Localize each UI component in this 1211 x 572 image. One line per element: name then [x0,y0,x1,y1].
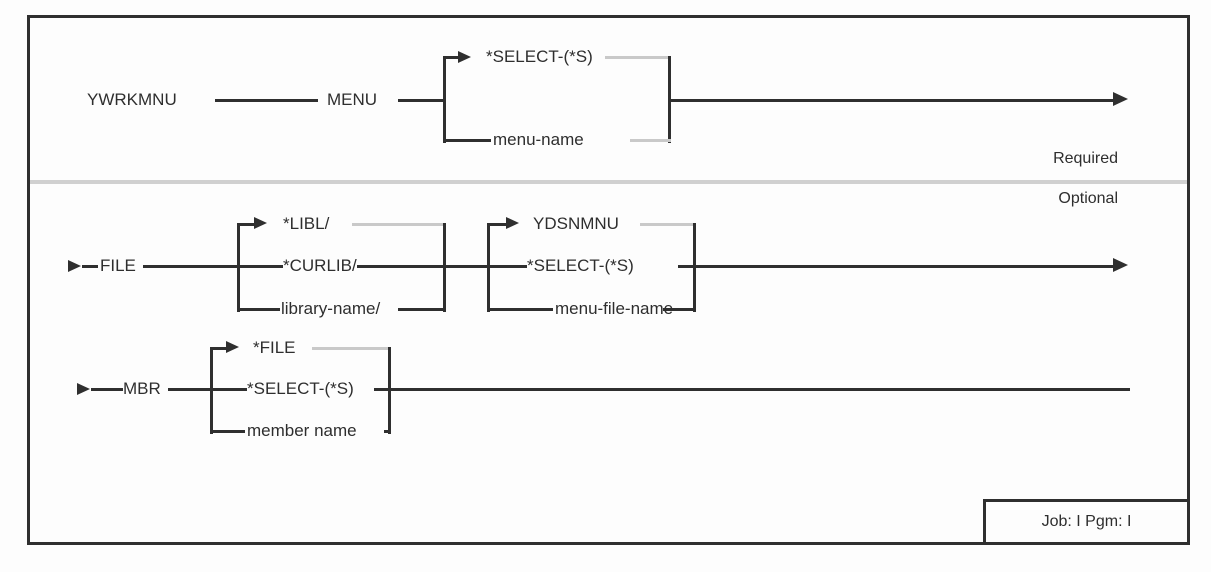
option-menu-name: menu-name [493,130,584,149]
rail-line [671,99,1113,102]
rail-line [312,347,391,350]
rail-line [490,223,506,226]
option-libl: *LIBL/ [283,214,330,233]
rail-line [91,388,123,391]
branch-rail [693,223,696,312]
section-divider-line [30,180,1187,184]
diagram-frame [27,15,1190,545]
rail-line [630,139,671,142]
rail-line [374,388,1130,391]
rail-line [663,308,696,311]
command-name: YWRKMNU [87,90,177,109]
default-arrow-icon [506,217,519,229]
option-mbr-file: *FILE [253,338,296,357]
rail-line [490,265,527,268]
default-arrow-icon [254,217,267,229]
default-arrow-icon [458,51,471,63]
rail-line [213,430,245,433]
job-pgm-box: Job: I Pgm: I [983,499,1190,545]
rail-line [605,56,671,59]
param-file: FILE [100,256,136,275]
rail-line [168,388,213,391]
rail-line [446,56,460,59]
rail-line [357,265,446,268]
rail-line [82,265,98,268]
optional-label: Optional [1058,190,1118,207]
option-member-name: member name [247,421,357,440]
rail-line [384,430,391,433]
rail-line [240,265,283,268]
option-file-select: *SELECT-(*S) [527,256,634,275]
rail-line [640,223,696,226]
option-curlib: *CURLIB/ [283,256,357,275]
rail-line [352,223,446,226]
rail-line [213,347,226,350]
rail-line [215,99,318,102]
branch-rail [443,56,446,143]
rail-line [398,308,446,311]
default-arrow-icon [226,341,239,353]
rail-line [678,265,696,268]
continuation-arrow-icon [77,383,90,395]
arrowhead-icon [1113,258,1128,272]
required-label: Required [1053,150,1118,167]
option-ydsnmnu: YDSNMNU [533,214,619,233]
branch-rail [237,223,240,312]
branch-rail [443,223,446,312]
rail-line [490,308,553,311]
branch-rail [210,347,213,434]
rail-line [213,388,247,391]
option-menu-select: *SELECT-(*S) [486,47,593,66]
option-library-name: library-name/ [281,299,381,318]
job-pgm-label: Job: I Pgm: I [1041,513,1132,530]
option-menu-file-name: menu-file-name [555,299,674,318]
rail-line [240,223,254,226]
option-mbr-select: *SELECT-(*S) [247,379,354,398]
param-mbr: MBR [123,379,161,398]
continuation-arrow-icon [68,260,81,272]
rail-line [240,308,280,311]
param-menu: MENU [327,90,378,109]
rail-line [446,265,490,268]
rail-line [143,265,240,268]
rail-line [446,139,491,142]
branch-rail [668,56,671,143]
arrowhead-icon [1113,92,1128,106]
rail-line [398,99,445,102]
rail-line [696,265,1113,268]
branch-rail [487,223,490,312]
branch-rail [388,347,391,434]
